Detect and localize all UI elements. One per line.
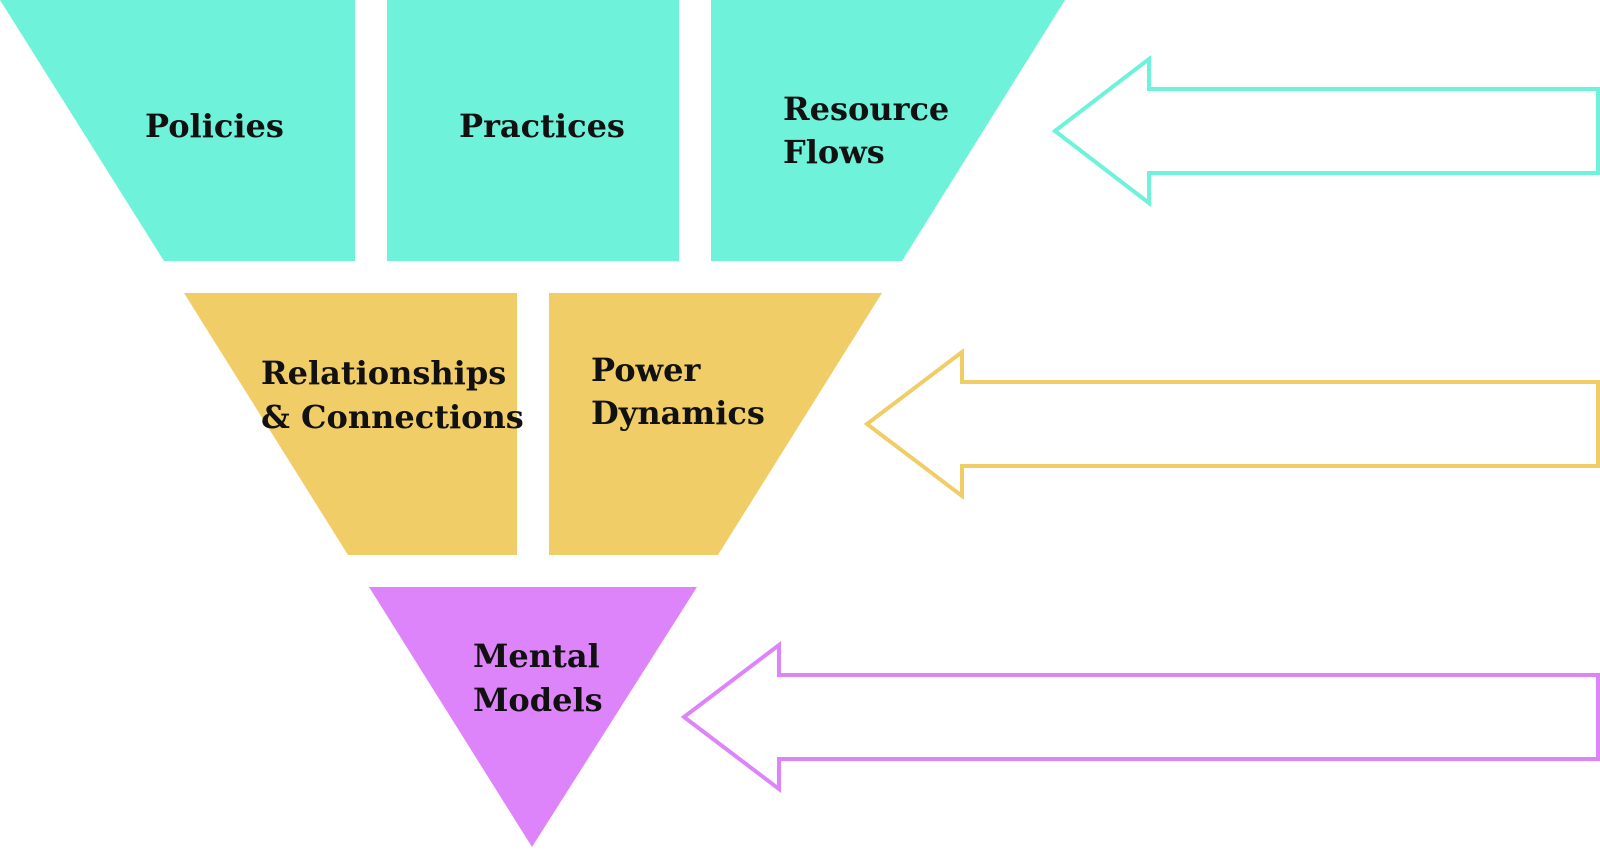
segment-policies — [0, 0, 355, 261]
segment-relationships-connections — [184, 293, 517, 555]
segment-resource-flows-label-line2: Flows — [783, 133, 885, 171]
segment-mental-models — [369, 587, 697, 847]
top-tier: Policies Practices Resource Flows — [0, 0, 1065, 261]
segment-power-dynamics-label-line1: Power — [591, 351, 701, 389]
segment-resource-flows-label-line1: Resource — [783, 90, 949, 128]
middle-tier: Relationships & Connections Power Dynami… — [184, 293, 882, 555]
segment-resource-flows — [711, 0, 1065, 261]
segment-relationships-connections-label-line2: & Connections — [261, 398, 524, 436]
segment-policies-label: Policies — [145, 107, 284, 145]
segment-resource-flows-label: Resource Flows — [783, 90, 960, 171]
arrow-left-icon-top — [1051, 54, 1600, 208]
segment-power-dynamics-label: Power Dynamics — [591, 351, 765, 432]
arrow-left-icon-bottom — [680, 640, 1600, 794]
segment-mental-models-label-line2: Models — [473, 681, 603, 719]
bottom-tier: Mental Models — [369, 587, 697, 847]
segment-relationships-connections-label-line1: Relationships — [261, 354, 506, 392]
arrow-left-icon-middle — [863, 347, 1600, 501]
segment-power-dynamics — [549, 293, 882, 555]
segment-practices — [387, 0, 679, 261]
segment-practices-label: Practices — [459, 107, 625, 145]
segment-mental-models-label: Mental Models — [473, 637, 611, 719]
segment-relationships-connections-label: Relationships & Connections — [261, 354, 524, 436]
segment-mental-models-label-line1: Mental — [473, 637, 600, 675]
segment-power-dynamics-label-line2: Dynamics — [591, 394, 765, 432]
